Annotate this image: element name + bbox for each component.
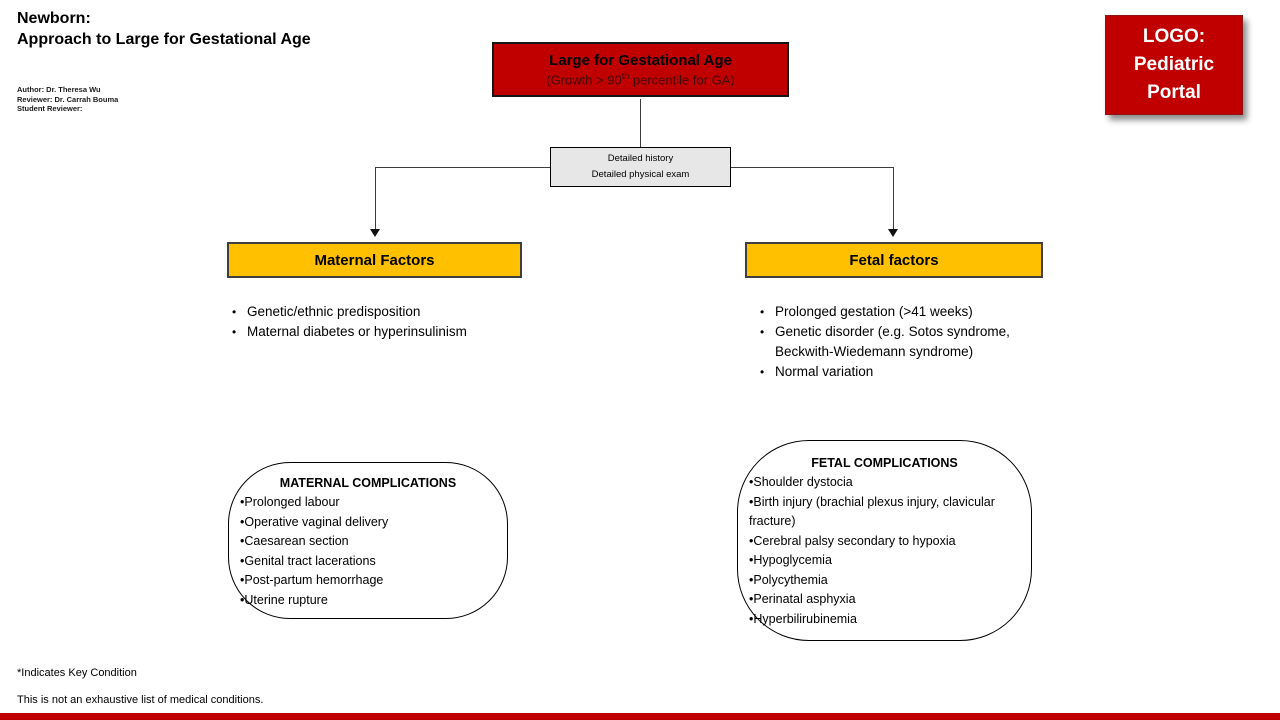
list-item: Perinatal asphyxia xyxy=(749,590,1017,610)
page-title-line2: Approach to Large for Gestational Age xyxy=(17,31,311,48)
list-item-text: Normal variation xyxy=(775,364,874,379)
logo-line2: Pediatric xyxy=(1133,54,1215,75)
root-subtitle-post: percentile for GA) xyxy=(629,72,735,88)
list-item: Maternal diabetes or hyperinsulinism xyxy=(232,322,532,342)
list-item: Birth injury (brachial plexus injury, cl… xyxy=(749,493,1017,532)
connector-right-vertical xyxy=(893,167,894,229)
list-item: Caesarean section xyxy=(240,532,493,552)
fetal-factors-label: Fetal factors xyxy=(849,251,939,269)
list-item: Post-partum hemorrhage xyxy=(240,571,493,591)
credit-student-reviewer: Student Reviewer: xyxy=(17,104,83,113)
connector-left-vertical xyxy=(375,167,376,229)
maternal-factors-header: Maternal Factors xyxy=(227,242,522,278)
assessment-node: Detailed history Detailed physical exam xyxy=(550,147,731,187)
bullet-icon xyxy=(760,302,775,322)
list-item: Operative vaginal delivery xyxy=(240,513,493,533)
fetal-complications-title: FETAL COMPLICATIONS xyxy=(811,456,958,470)
bottom-accent-bar xyxy=(0,713,1280,720)
connector-root-vertical xyxy=(640,99,641,147)
list-item: Prolonged gestation (>41 weeks) xyxy=(760,302,1032,322)
fetal-complications-box: FETAL COMPLICATIONS Shoulder dystocia Bi… xyxy=(737,440,1032,641)
arrow-down-icon xyxy=(370,229,380,237)
fetal-factors-header: Fetal factors xyxy=(745,242,1043,278)
list-item: Polycythemia xyxy=(749,571,1017,591)
maternal-factors-label: Maternal Factors xyxy=(314,251,435,269)
list-item-text: Maternal diabetes or hyperinsulinism xyxy=(247,324,467,339)
list-item: Hypoglycemia xyxy=(749,551,1017,571)
list-item: Uterine rupture xyxy=(240,591,493,611)
credit-author: Author: Dr. Theresa Wu xyxy=(17,85,101,94)
list-item-text: Prolonged gestation (>41 weeks) xyxy=(775,304,973,319)
list-item-text: Genetic/ethnic predisposition xyxy=(247,304,421,319)
root-node-title: Large for Gestational Age xyxy=(549,51,732,69)
page-title: Newborn: Approach to Large for Gestation… xyxy=(17,8,311,50)
fetal-factors-list: Prolonged gestation (>41 weeks) Genetic … xyxy=(760,302,1032,382)
bullet-icon xyxy=(760,362,775,382)
fetal-complications-list: Shoulder dystocia Birth injury (brachial… xyxy=(749,473,1017,629)
list-item: Prolonged labour xyxy=(240,493,493,513)
maternal-factors-list: Genetic/ethnic predisposition Maternal d… xyxy=(232,302,532,342)
page-title-line1: Newborn: xyxy=(17,10,91,27)
logo-line3: Portal xyxy=(1147,82,1201,103)
list-item: Genital tract lacerations xyxy=(240,552,493,572)
list-item: Cerebral palsy secondary to hypoxia xyxy=(749,532,1017,552)
bullet-icon xyxy=(232,322,247,342)
maternal-complications-title: MATERNAL COMPLICATIONS xyxy=(279,476,457,490)
list-item: Normal variation xyxy=(760,362,1032,382)
root-node-lga: Large for Gestational Age (Growth > 90th… xyxy=(492,42,789,97)
author-credits: Author: Dr. Theresa Wu Reviewer: Dr. Car… xyxy=(17,85,118,114)
maternal-complications-list: Prolonged labour Operative vaginal deliv… xyxy=(240,493,493,610)
list-item-text: Genetic disorder (e.g. Sotos syndrome, B… xyxy=(775,324,1010,359)
pediatric-portal-logo: LOGO: Pediatric Portal xyxy=(1105,15,1243,115)
footnote-disclaimer: This is not an exhaustive list of medica… xyxy=(17,694,264,706)
root-node-subtitle: (Growth > 90th percentile for GA) xyxy=(546,71,735,87)
bullet-icon xyxy=(760,322,775,362)
assessment-line1: Detailed history xyxy=(607,153,674,164)
list-item: Hyperbilirubinemia xyxy=(749,610,1017,630)
maternal-complications-box: MATERNAL COMPLICATIONS Prolonged labour … xyxy=(228,462,508,619)
list-item: Shoulder dystocia xyxy=(749,473,1017,493)
root-subtitle-sup: th xyxy=(621,70,630,81)
bullet-icon xyxy=(232,302,247,322)
credit-reviewer: Reviewer: Dr. Carrah Bouma xyxy=(17,94,119,104)
connector-right-horizontal xyxy=(731,167,893,168)
root-subtitle-pre: (Growth > 90 xyxy=(546,72,622,88)
logo-line1: LOGO: xyxy=(1142,26,1206,47)
arrow-down-icon xyxy=(888,229,898,237)
connector-left-horizontal xyxy=(375,167,550,168)
footnote-key-condition: *Indicates Key Condition xyxy=(17,667,137,679)
list-item: Genetic/ethnic predisposition xyxy=(232,302,532,322)
list-item: Genetic disorder (e.g. Sotos syndrome, B… xyxy=(760,322,1032,362)
assessment-line2: Detailed physical exam xyxy=(591,169,690,180)
